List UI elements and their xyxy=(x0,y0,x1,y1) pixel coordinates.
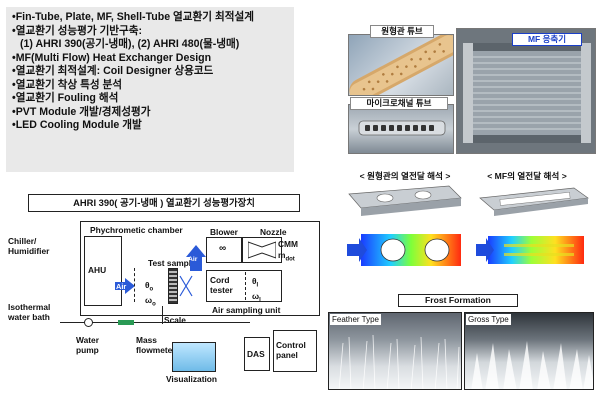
omega-subscript: I xyxy=(259,297,261,304)
bullet-item: •MF(Multi Flow) Heat Exchanger Design xyxy=(12,51,212,64)
visualization-label: Visualization xyxy=(166,374,218,384)
test-sample-label: Test sample xyxy=(148,258,196,268)
round-tube-photo xyxy=(348,34,454,96)
das-box xyxy=(244,337,270,371)
cord-tester-box xyxy=(206,270,282,302)
inlet-sensor-values: θI ωI xyxy=(252,276,261,305)
water-pump-label: Water pump xyxy=(76,335,99,355)
theta-subscript: o xyxy=(149,286,154,293)
omega-subscript: o xyxy=(152,301,156,308)
nozzle-label: Nozzle xyxy=(260,227,287,237)
das-label: DAS xyxy=(247,349,265,359)
bullet-item: •열교환기 최적설계: Coil Designer 상용코드 xyxy=(12,65,214,77)
feather-type-label: Feather Type xyxy=(330,314,381,325)
air-outlet-label: Air xyxy=(188,256,198,263)
psychrometric-chamber-label: Phychrometic chamber xyxy=(90,225,183,235)
mass-flowmeter-label: Mass flowmeter xyxy=(136,335,176,355)
inlet-sensor-line xyxy=(245,272,251,300)
mf-condenser-photo xyxy=(456,28,596,154)
outlet-sensor-line xyxy=(134,268,140,302)
air-outlet-arrow-icon xyxy=(186,245,206,271)
ahu-label: AHU xyxy=(88,265,107,275)
mf-condenser-label: MF 응축기 xyxy=(512,33,582,46)
mdot-symbol: m xyxy=(278,250,286,260)
bullet-item: •Fin-Tube, Plate, MF, Shell-Tube 열교환기 최적… xyxy=(12,11,254,23)
omega-symbol: ω xyxy=(145,294,153,305)
nozzle-icon xyxy=(247,240,277,260)
scale-label: Scale xyxy=(164,315,186,325)
microchannel-tube-photo xyxy=(348,104,454,154)
bullet-item: •LED Cooling Module 개발 xyxy=(12,119,142,131)
pipe-riser xyxy=(162,306,164,324)
mf-analysis-title: < MF의 열전달 해석 > xyxy=(487,171,567,181)
bullet-item: •열교환기 성능평가 기반구축: xyxy=(12,24,143,37)
control-panel-label: Control panel xyxy=(276,340,306,360)
round-tube-analysis-title: < 원형관의 열전달 해석 > xyxy=(359,171,451,181)
isothermal-bath-label: Isothermal water bath xyxy=(8,302,51,322)
frost-formation-title: Frost Formation xyxy=(398,294,518,307)
control-panel-box xyxy=(273,330,317,372)
feature-list: •Fin-Tube, Plate, MF, Shell-Tube 열교환기 최적… xyxy=(6,7,294,172)
mf-fin-model xyxy=(474,184,594,224)
visualization-tank xyxy=(172,342,216,372)
theta-symbol: θ xyxy=(252,276,257,286)
ahu-unit xyxy=(84,236,122,306)
bullet-item: •열교환기 착상 특성 분석 xyxy=(12,78,123,91)
air-sampling-label: Air sampling unit xyxy=(212,305,281,315)
outlet-sensor-values: θo ωo xyxy=(145,280,156,309)
test-sample-coil xyxy=(168,268,178,304)
air-inlet-arrow-icon xyxy=(115,278,135,294)
cord-tester-label: Cord tester xyxy=(210,275,233,295)
air-inlet-label: Air xyxy=(116,282,127,291)
mdot-subscript: dot xyxy=(285,256,295,263)
bullet-item: (1) AHRI 390(공기-냉매), (2) AHRI 480(물-냉매) xyxy=(20,38,240,50)
round-tube-contour xyxy=(345,226,465,274)
blower-box xyxy=(206,237,242,263)
mass-flow-symbol: mdot xyxy=(278,250,295,263)
blower-label: Blower xyxy=(210,227,238,237)
schematic-title: AHRI 390( 공기-냉매 ) 열교환기 성능평가장치 xyxy=(28,194,300,212)
water-pump-icon xyxy=(84,318,93,327)
omega-symbol: ω xyxy=(252,290,260,301)
gross-type-image xyxy=(464,312,594,390)
feather-type-image xyxy=(328,312,462,390)
round-tube-label: 원형관 튜브 xyxy=(370,25,434,38)
mass-flowmeter-icon xyxy=(118,320,134,325)
bullet-item: •열교환기 Fouling 해석 xyxy=(12,92,119,104)
round-tube-fin-model xyxy=(345,184,465,224)
cmm-label: CMM xyxy=(278,239,299,249)
nozzle-box xyxy=(242,237,282,263)
gross-type-label: Gross Type xyxy=(466,314,511,325)
theta-symbol: θ xyxy=(145,280,150,290)
chiller-humidifier-label: Chiller/ Humidifier xyxy=(8,236,50,256)
water-pipe xyxy=(60,322,250,324)
mf-contour xyxy=(474,226,594,274)
theta-subscript: I xyxy=(256,282,259,289)
microchannel-tube-label: 마이크로채널 튜브 xyxy=(350,97,448,110)
test-sample-airflow-icon xyxy=(178,270,194,302)
blower-symbol: ∞ xyxy=(219,243,227,254)
bullet-item: •PVT Module 개발/경제성평가 xyxy=(12,105,151,118)
